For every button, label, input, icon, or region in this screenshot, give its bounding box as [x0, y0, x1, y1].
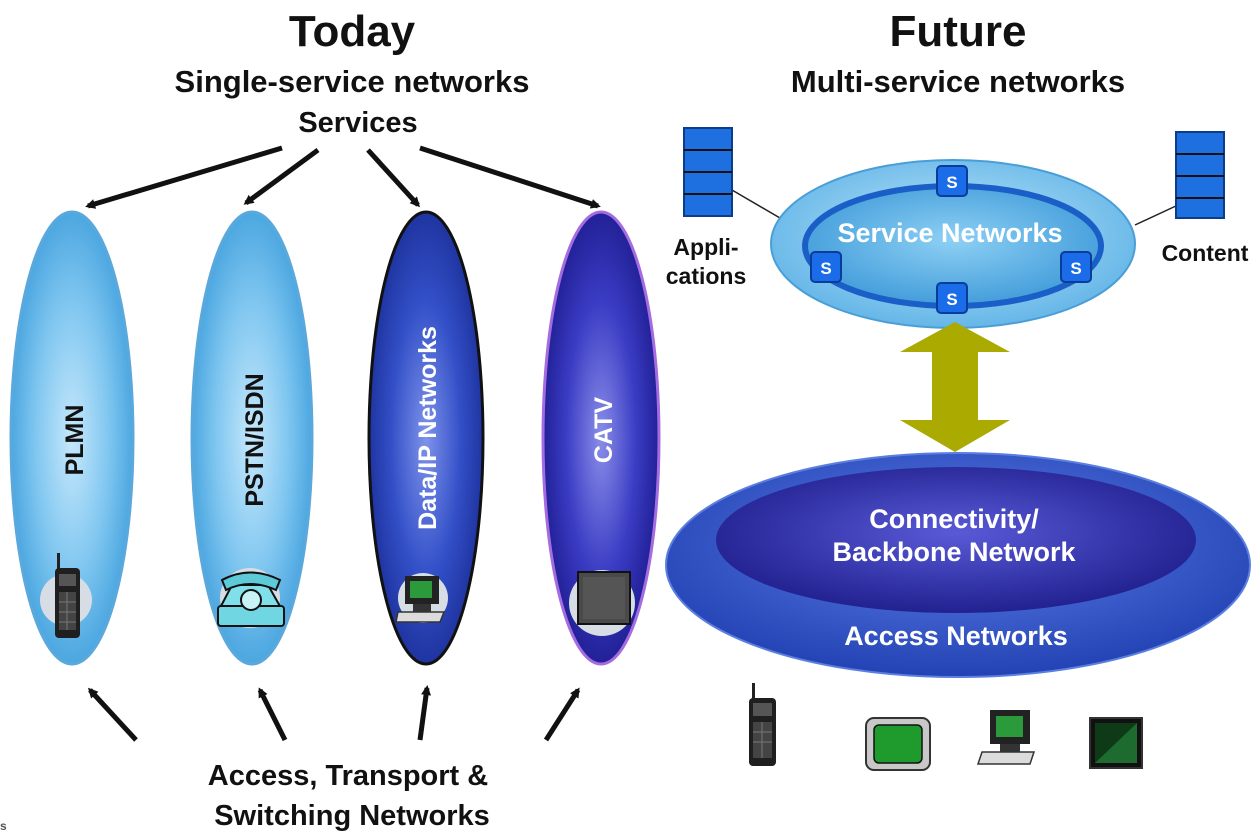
access-networks-label: Access Networks	[844, 621, 1068, 651]
double-headed-arrow-icon	[900, 322, 1010, 452]
telephone-icon	[217, 571, 285, 627]
catv-label: CATV	[590, 397, 618, 464]
service-networks-label: Service Networks	[837, 218, 1062, 248]
access-transport-label-line1: Access, Transport &	[208, 760, 488, 792]
data-ip-networks-ellipse	[367, 210, 485, 666]
future-title: Future	[890, 7, 1027, 56]
content-connector	[1134, 204, 1179, 226]
plmn-label: PLMN	[61, 405, 89, 476]
data-ip-networks-label: Data/IP Networks	[414, 326, 442, 530]
tv-monitor-icon	[865, 717, 931, 771]
pstn-isdn-label: PSTN/ISDN	[241, 373, 269, 506]
plmn-ellipse	[9, 210, 135, 666]
services-label: Services	[298, 107, 417, 139]
access-arrows	[87, 685, 581, 742]
today-title: Today	[289, 7, 416, 56]
applications-connector	[731, 189, 781, 219]
today-subtitle: Single-service networks	[175, 64, 530, 99]
applications-label-line2: cations	[666, 263, 747, 289]
svg-text:S: S	[1070, 259, 1081, 278]
access-transport-label-line2: Switching Networks	[214, 800, 490, 832]
service-node: S	[936, 165, 968, 197]
mobile-phone-icon	[55, 553, 80, 638]
applications-label-line1: Appli-	[673, 234, 738, 260]
computer-icon	[395, 576, 446, 623]
footer-fragment: s	[0, 819, 7, 833]
content-label: Content	[1162, 240, 1249, 266]
backbone-network-ellipse	[716, 467, 1196, 613]
television-icon	[577, 571, 631, 625]
service-node: S	[1060, 251, 1092, 283]
backbone-label-line1: Connectivity/	[869, 504, 1039, 534]
service-node: S	[810, 251, 842, 283]
svg-text:S: S	[820, 259, 831, 278]
catv-ellipse	[541, 210, 661, 666]
future-subtitle: Multi-service networks	[791, 64, 1125, 99]
service-node: S	[936, 282, 968, 314]
backbone-label-line2: Backbone Network	[832, 537, 1076, 567]
flat-screen-icon	[1089, 717, 1143, 769]
pstn-isdn-ellipse	[190, 210, 314, 666]
svg-text:S: S	[946, 173, 957, 192]
applications-server-icon	[683, 127, 733, 217]
service-arrows	[85, 145, 601, 209]
content-server-icon	[1175, 131, 1225, 219]
svg-text:S: S	[946, 290, 957, 309]
computer-icon	[976, 710, 1036, 765]
mobile-phone-icon	[749, 683, 776, 766]
